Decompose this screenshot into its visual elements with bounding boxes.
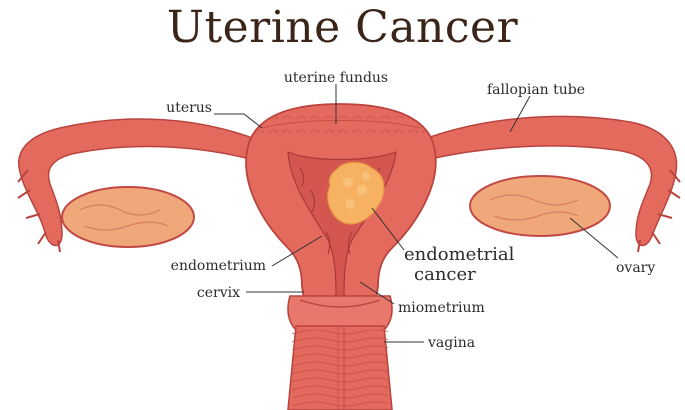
label-uterus: uterus <box>166 100 212 116</box>
label-ovary: ovary <box>616 260 655 276</box>
label-uterine-fundus: uterine fundus <box>284 70 388 86</box>
label-miometrium: miometrium <box>398 300 485 316</box>
label-endometrial-cancer-line2: cancer <box>414 264 476 285</box>
right-ovary <box>470 176 610 236</box>
left-ovary <box>62 187 194 247</box>
label-vagina: vagina <box>427 335 475 351</box>
label-endometrial-cancer-line1: endometrial <box>404 244 515 265</box>
label-cervix: cervix <box>197 285 240 301</box>
label-fallopian-tube: fallopian tube <box>487 82 585 98</box>
label-endometrium: endometrium <box>171 258 266 274</box>
